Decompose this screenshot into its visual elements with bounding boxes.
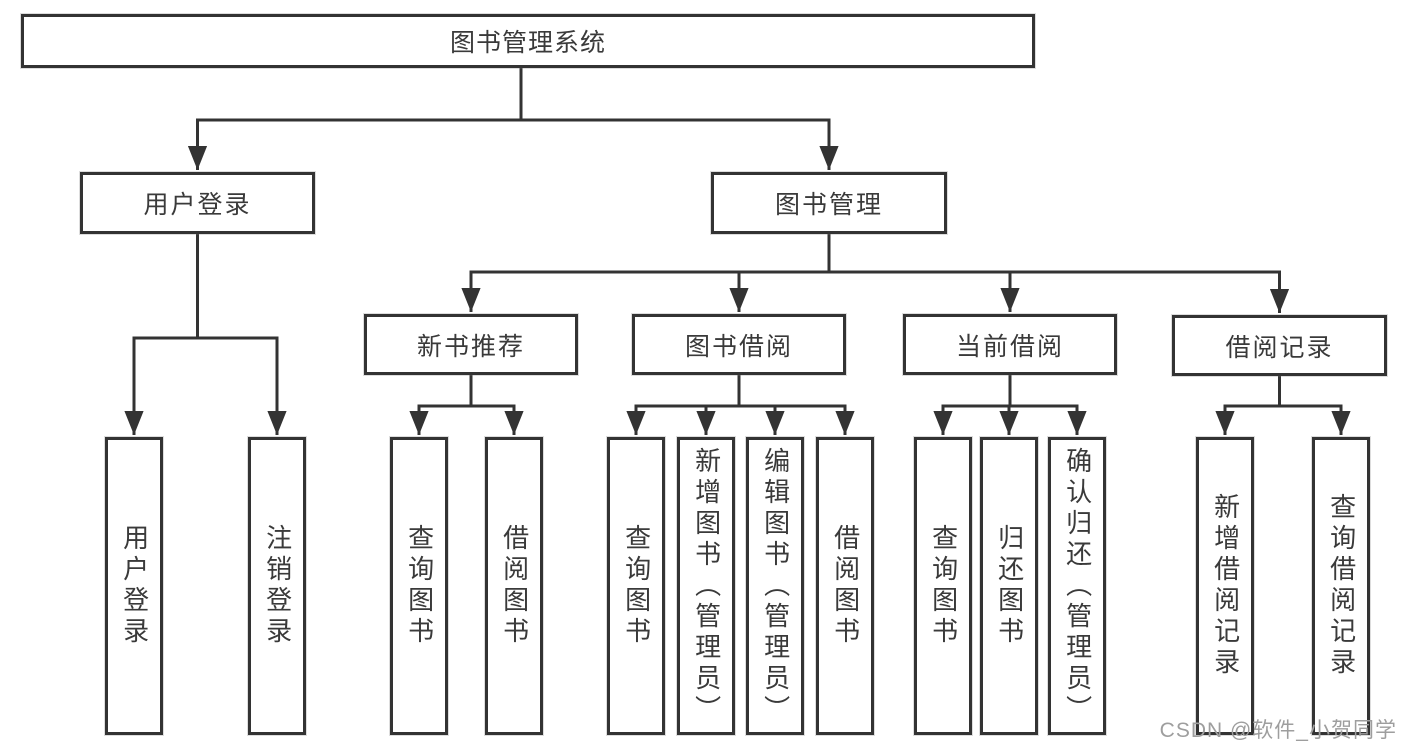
- node-label: 查询借阅记录: [1326, 493, 1357, 679]
- node-cb-query: 查询图书: [914, 437, 972, 735]
- node-user-login: 用户登录: [80, 172, 315, 234]
- node-cb-return: 归还图书: [980, 437, 1038, 735]
- node-label: 用户登录: [119, 524, 150, 648]
- node-label: 查询图书: [621, 524, 652, 648]
- node-current-borrow: 当前借阅: [903, 314, 1117, 375]
- node-leaf-logout: 注销登录: [248, 437, 306, 735]
- node-label: 借阅图书: [499, 524, 530, 648]
- node-label: 注销登录: [262, 524, 293, 648]
- node-label: 查询图书: [928, 524, 959, 648]
- node-label: 确认归还（管理员）: [1062, 446, 1093, 726]
- node-bb-edit: 编辑图书（管理员）: [746, 437, 804, 735]
- node-root: 图书管理系统: [21, 14, 1035, 68]
- node-br-add: 新增借阅记录: [1196, 437, 1254, 735]
- node-br-query: 查询借阅记录: [1312, 437, 1370, 735]
- node-label: 新增图书（管理员）: [691, 446, 722, 726]
- node-bb-add: 新增图书（管理员）: [677, 437, 735, 735]
- node-new-books: 新书推荐: [364, 314, 578, 375]
- node-book-borrow: 图书借阅: [632, 314, 846, 375]
- node-bb-borrow: 借阅图书: [816, 437, 874, 735]
- watermark: CSDN @软件_小贺同学: [1159, 719, 1397, 742]
- node-book-mgmt: 图书管理: [711, 172, 947, 234]
- node-cb-confirm: 确认归还（管理员）: [1048, 437, 1106, 735]
- node-label: 新增借阅记录: [1210, 493, 1241, 679]
- node-nb-query: 查询图书: [390, 437, 448, 735]
- node-nb-borrow: 借阅图书: [485, 437, 543, 735]
- node-label: 归还图书: [994, 524, 1025, 648]
- node-leaf-user-login: 用户登录: [105, 437, 163, 735]
- node-label: 编辑图书（管理员）: [760, 446, 791, 726]
- node-label: 查询图书: [404, 524, 435, 648]
- node-bb-query: 查询图书: [607, 437, 665, 735]
- node-borrow-records: 借阅记录: [1172, 315, 1387, 376]
- node-label: 借阅图书: [830, 524, 861, 648]
